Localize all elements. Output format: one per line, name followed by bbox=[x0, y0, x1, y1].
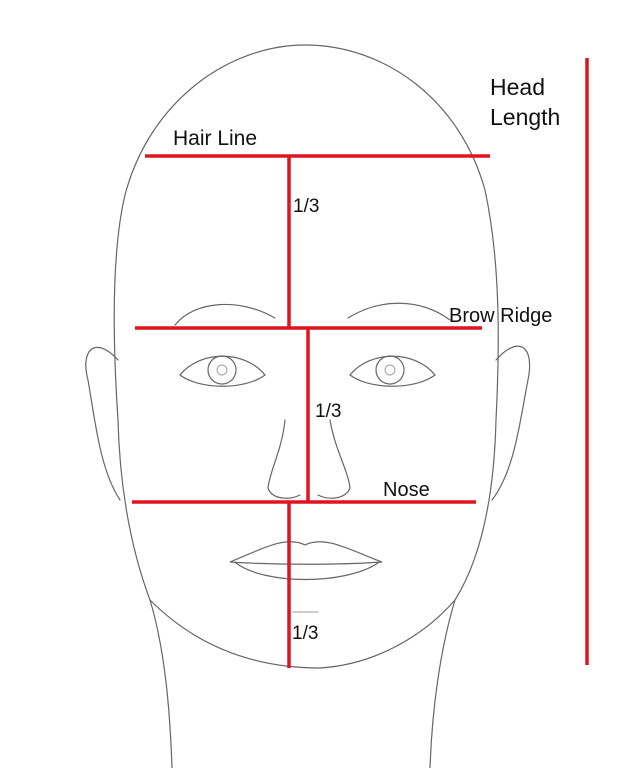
lower-lip bbox=[235, 562, 379, 581]
upper-third-label: 1/3 bbox=[293, 196, 319, 217]
right-iris bbox=[375, 355, 405, 385]
neck-right bbox=[429, 599, 456, 768]
left-ear bbox=[85, 347, 121, 501]
nose-sketch bbox=[267, 419, 351, 499]
right-brow bbox=[347, 302, 451, 321]
nose-label: Nose bbox=[383, 479, 430, 501]
labels: Head Length Hair Line 1/3 Brow Ridge 1/3… bbox=[173, 74, 560, 644]
middle-third-label: 1/3 bbox=[315, 401, 341, 422]
right-pupil bbox=[384, 364, 396, 376]
left-iris bbox=[207, 355, 237, 385]
hair-line-label: Hair Line bbox=[173, 127, 257, 150]
brow-ridge-label: Brow Ridge bbox=[449, 305, 552, 327]
face-sketch bbox=[85, 44, 531, 768]
head-length-label-1: Head bbox=[490, 74, 545, 100]
left-brow bbox=[174, 303, 276, 326]
right-eye bbox=[349, 355, 436, 387]
left-pupil bbox=[216, 364, 228, 376]
head-outline bbox=[113, 44, 499, 669]
guide-lines bbox=[132, 58, 589, 668]
neck-left bbox=[149, 599, 173, 768]
upper-lip bbox=[229, 541, 383, 565]
lower-third-label: 1/3 bbox=[292, 623, 318, 644]
right-ear bbox=[491, 345, 531, 501]
left-eye bbox=[179, 355, 266, 387]
head-length-label-2: Length bbox=[490, 104, 560, 130]
